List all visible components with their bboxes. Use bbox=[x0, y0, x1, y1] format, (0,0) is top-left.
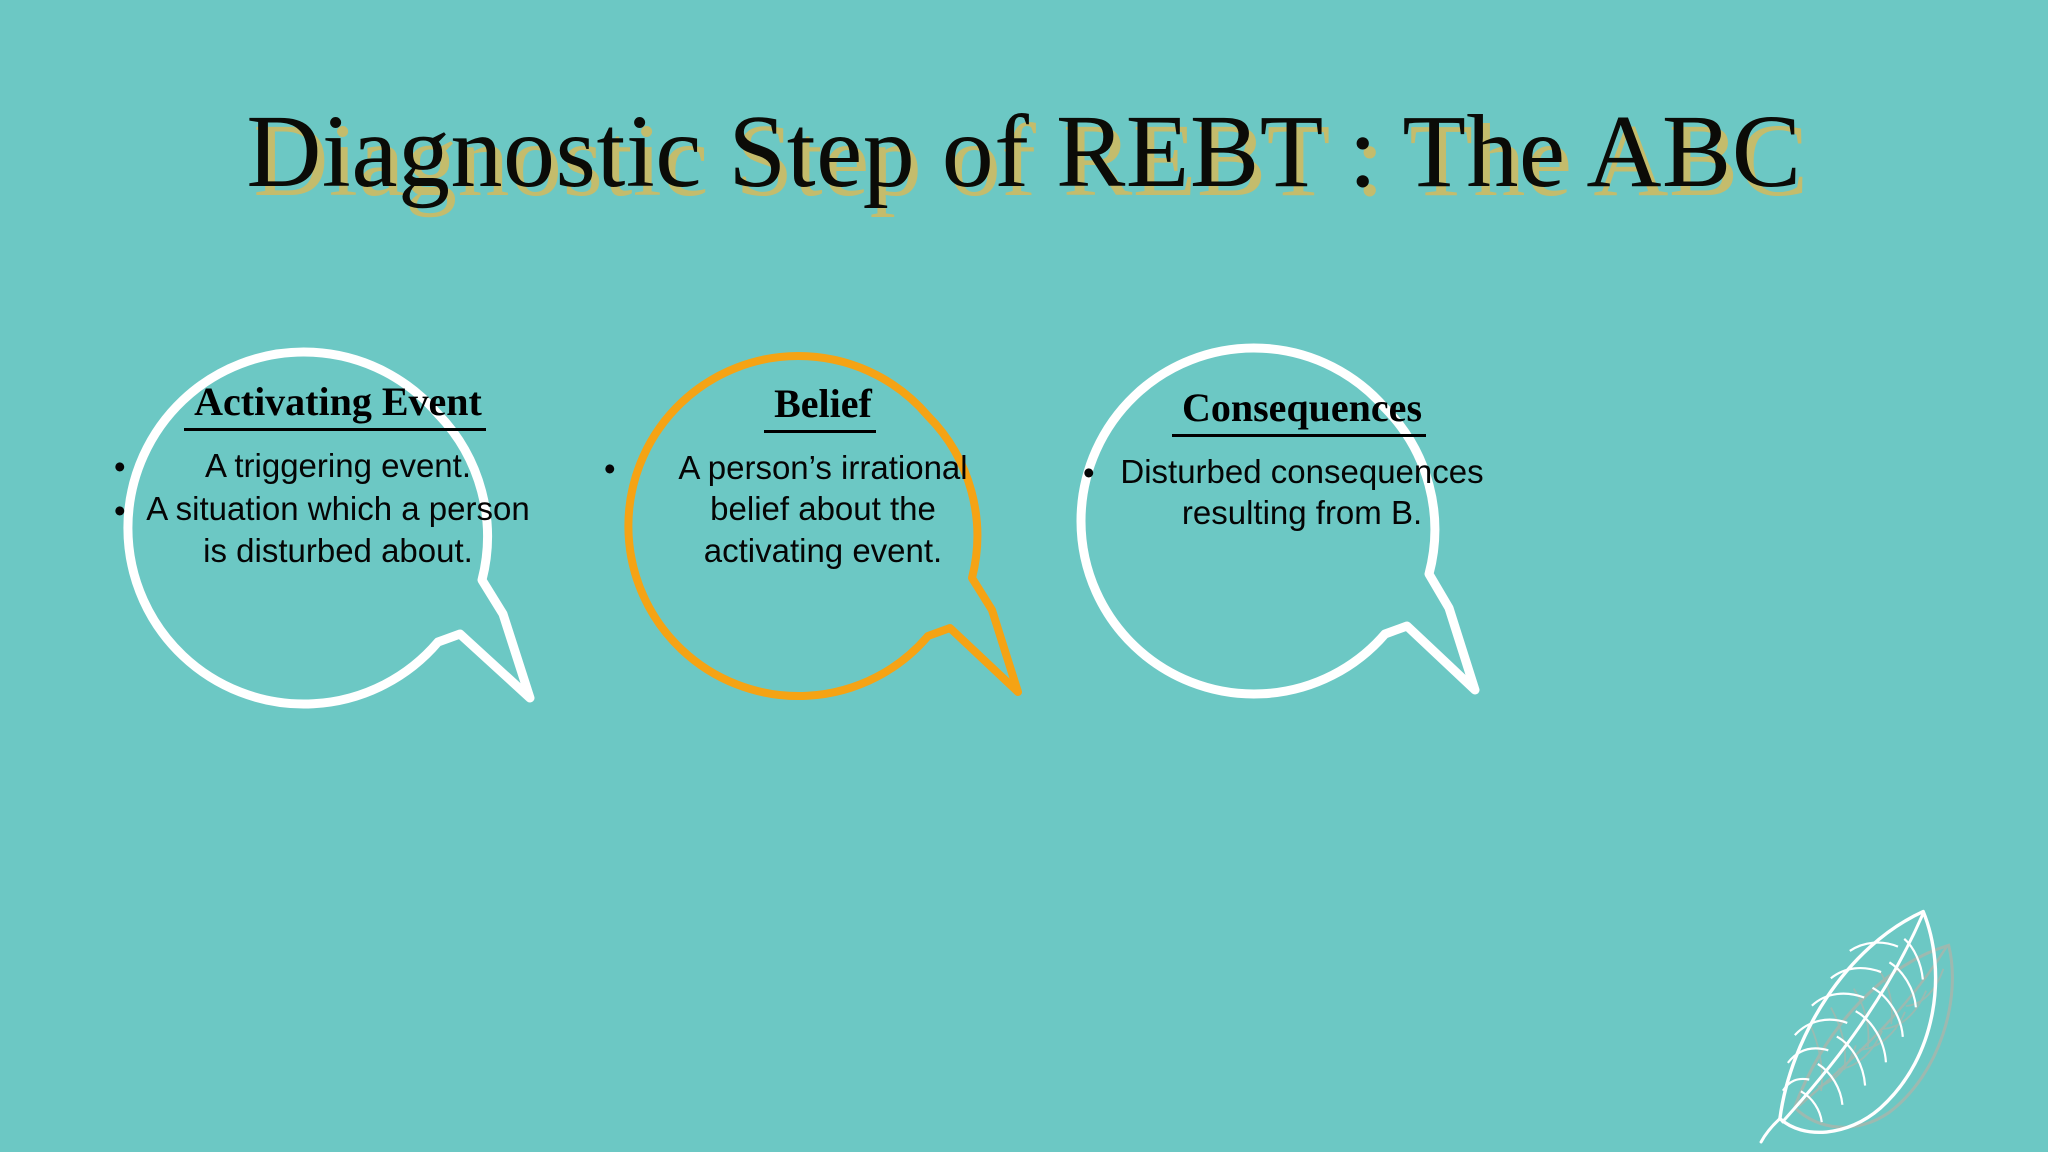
speech-bubble-belief[interactable]: Belief • A person’s irrational belief ab… bbox=[588, 330, 1288, 730]
list-item-text: A situation which a person is disturbed … bbox=[146, 490, 530, 569]
bubble-heading-activating-event: Activating Event bbox=[184, 379, 486, 431]
bullet-icon: • bbox=[114, 448, 126, 486]
list-item-text: Disturbed consequences resulting from B. bbox=[1120, 452, 1484, 532]
speech-bubble-outline-icon bbox=[123, 347, 535, 709]
bullet-icon: • bbox=[604, 450, 616, 488]
speech-bubble-consequences[interactable]: Consequences • Disturbed consequences re… bbox=[1035, 318, 1735, 738]
bubble-list-activating-event: • A triggering event. • A situation whic… bbox=[114, 445, 530, 572]
speech-bubble-activating-event[interactable]: Activating Event • A triggering event. •… bbox=[78, 318, 778, 738]
leaf-icon bbox=[1759, 909, 1954, 1144]
bubble-list-consequences: • Disturbed consequences resulting from … bbox=[1083, 451, 1489, 534]
list-item: • A person’s irrational belief about the… bbox=[604, 447, 1010, 572]
list-item: • A situation which a person is disturbe… bbox=[114, 488, 530, 571]
bubble-heading-consequences: Consequences bbox=[1171, 385, 1427, 437]
page-title: Diagnostic Step of REBT : The ABC bbox=[246, 94, 1802, 209]
list-item-text: A person’s irrational belief about the a… bbox=[678, 448, 968, 569]
bubble-list-belief: • A person’s irrational belief about the… bbox=[604, 447, 1010, 572]
bullet-icon: • bbox=[1083, 454, 1095, 492]
list-item-text: A triggering event. bbox=[205, 446, 471, 484]
list-item: • Disturbed consequences resulting from … bbox=[1083, 451, 1489, 534]
bubble-text-consequences: Consequences • Disturbed consequences re… bbox=[1083, 385, 1489, 536]
page-title-container: Diagnostic Step of REBT : The ABC bbox=[0, 94, 2048, 209]
speech-bubble-outline-icon bbox=[1076, 343, 1480, 699]
list-item: • A triggering event. bbox=[114, 445, 530, 487]
bullet-icon: • bbox=[114, 491, 126, 529]
bubble-text-belief: Belief • A person’s irrational belief ab… bbox=[604, 381, 1010, 574]
bubble-heading-belief: Belief bbox=[764, 381, 876, 433]
bubble-text-activating-event: Activating Event • A triggering event. •… bbox=[114, 379, 530, 574]
speech-bubble-outline-icon bbox=[624, 352, 1022, 700]
